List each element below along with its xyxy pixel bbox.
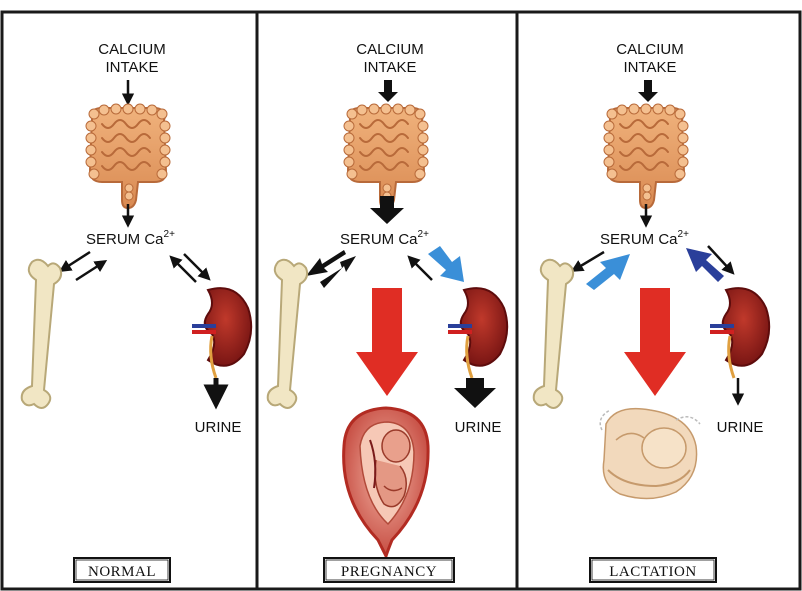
bone-to-serum-arrow xyxy=(76,262,104,280)
serum-to-kidney-blue-arrow xyxy=(428,246,464,282)
bone-icon xyxy=(534,260,573,408)
panel-normal: CALCIUM INTAKE SERUM Ca2+ URINE NORMAL xyxy=(22,41,251,582)
calcium-intake-label-line1: CALCIUM xyxy=(616,41,684,58)
panel-pregnancy: CALCIUM INTAKE SERUM Ca2+ URINE PRE xyxy=(268,41,507,582)
serum-to-bone-arrow xyxy=(306,250,346,276)
serum-calcium-label: SERUM Ca2+ xyxy=(340,229,429,248)
urine-label: URINE xyxy=(717,419,764,436)
calcium-intake-label-line2: INTAKE xyxy=(105,59,158,76)
absorption-arrow-enlarged xyxy=(370,196,404,224)
kidney-icon xyxy=(448,288,507,378)
milk-transfer-red-arrow xyxy=(624,288,686,396)
urine-label: URINE xyxy=(195,419,242,436)
kidney-to-serum-arrow xyxy=(410,258,432,280)
calcium-intake-label-line2: INTAKE xyxy=(363,59,416,76)
normal-label: NORMAL xyxy=(88,564,156,580)
kidney-icon xyxy=(192,288,251,378)
placental-transfer-red-arrow xyxy=(356,288,418,396)
fetus-in-uterus-icon xyxy=(344,408,428,556)
urine-label: URINE xyxy=(455,419,502,436)
lactation-label: LACTATION xyxy=(609,564,696,580)
serum-to-bone-arrow xyxy=(574,252,604,270)
intestine-icon xyxy=(604,104,688,208)
intake-arrow xyxy=(378,80,398,102)
serum-calcium-label: SERUM Ca2+ xyxy=(86,229,175,248)
kidney-icon xyxy=(710,288,769,378)
urine-arrow-enlarged xyxy=(454,378,496,408)
breastfeeding-infant-icon xyxy=(600,409,700,499)
calcium-intake-label-line2: INTAKE xyxy=(623,59,676,76)
intake-arrow xyxy=(638,80,658,102)
intestine-icon xyxy=(86,104,170,208)
calcium-intake-label-line1: CALCIUM xyxy=(356,41,424,58)
serum-calcium-label: SERUM Ca2+ xyxy=(600,229,689,248)
pregnancy-label: PREGNANCY xyxy=(341,564,437,580)
panel-lactation: CALCIUM INTAKE SERUM Ca2+ URINE LAC xyxy=(534,41,769,582)
bone-icon xyxy=(22,260,61,408)
intestine-icon xyxy=(344,104,428,208)
kidney-to-serum-dark-blue-arrow xyxy=(686,248,724,282)
serum-to-bone-arrow xyxy=(62,252,90,270)
calcium-intake-label-line1: CALCIUM xyxy=(98,41,166,58)
bone-icon xyxy=(268,260,307,408)
